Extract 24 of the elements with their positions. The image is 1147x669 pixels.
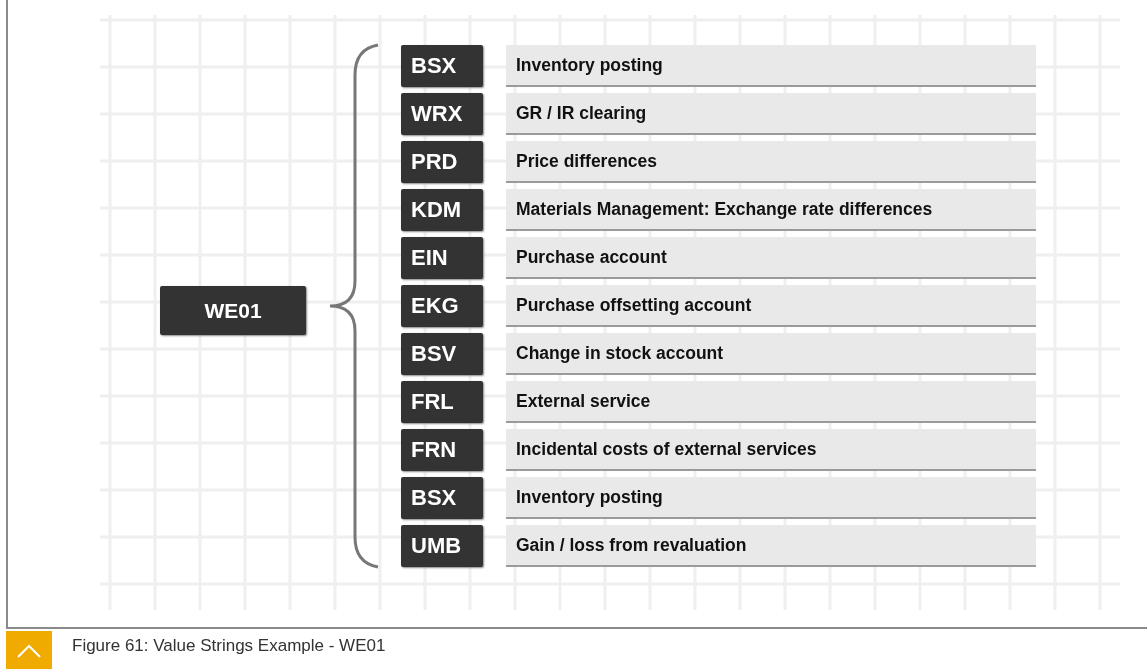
description-bar: Purchase account xyxy=(506,237,1036,279)
description-bar: GR / IR clearing xyxy=(506,93,1036,135)
code-label: FRN xyxy=(401,429,483,471)
code-label: BSV xyxy=(401,333,483,375)
description-bar: External service xyxy=(506,381,1036,423)
key-label: WE01 xyxy=(160,286,306,335)
figure-caption: Figure 61: Value Strings Example - WE01 xyxy=(72,636,386,656)
code-label: WRX xyxy=(401,93,483,135)
code-label: EIN xyxy=(401,237,483,279)
code-label: UMB xyxy=(401,525,483,567)
description-bar: Change in stock account xyxy=(506,333,1036,375)
code-label: EKG xyxy=(401,285,483,327)
description-bar: Incidental costs of external services xyxy=(506,429,1036,471)
code-label: BSX xyxy=(401,477,483,519)
description-bar: Materials Management: Exchange rate differences xyxy=(506,189,1036,231)
code-label: KDM xyxy=(401,189,483,231)
description-bar: Inventory posting xyxy=(506,45,1036,87)
code-label: PRD xyxy=(401,141,483,183)
description-bar: Gain / loss from revaluation xyxy=(506,525,1036,567)
code-label: FRL xyxy=(401,381,483,423)
description-bar: Price differences xyxy=(506,141,1036,183)
code-label: BSX xyxy=(401,45,483,87)
description-bar: Purchase offsetting account xyxy=(506,285,1036,327)
description-bar: Inventory posting xyxy=(506,477,1036,519)
